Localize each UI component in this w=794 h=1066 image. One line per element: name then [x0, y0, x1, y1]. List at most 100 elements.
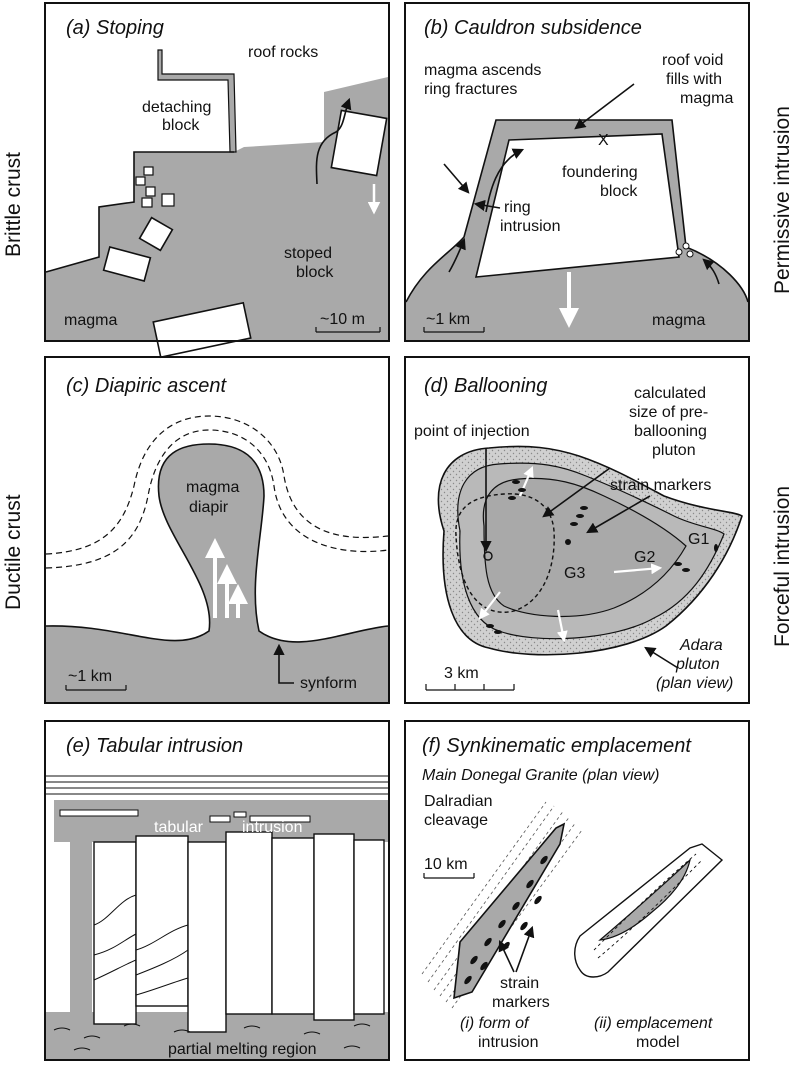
ascends-leader — [443, 163, 470, 194]
right-ascent-arrow — [702, 258, 720, 285]
strain-marker — [534, 895, 542, 905]
brittle-crust-label: Brittle crust — [2, 151, 25, 257]
strain-label-1: strain — [500, 975, 539, 992]
block-fragment — [675, 248, 683, 256]
magma-ascent-arrow — [315, 97, 352, 185]
strain-marker — [682, 568, 690, 572]
expansion-arrow-down — [556, 609, 568, 643]
panel-c-frame — [44, 356, 390, 704]
fault-block — [225, 831, 273, 1015]
expansion-arrow-right — [613, 563, 663, 575]
stoped-fragment-4 — [141, 197, 153, 208]
injection-label: point of injection — [414, 423, 530, 440]
strain-marker — [674, 562, 682, 566]
foundering-block — [474, 133, 680, 278]
scale-label: ~10 m — [320, 311, 365, 328]
melt-streaks — [53, 1023, 371, 1051]
strain-marker — [520, 921, 528, 931]
stoped-block-mid — [138, 216, 174, 252]
strain-marker — [498, 919, 506, 929]
stoped-label-2: block — [296, 264, 334, 281]
calc-label-2: size of pre- — [629, 404, 708, 421]
void-label-1: roof void — [662, 52, 723, 69]
strain-leader — [515, 925, 535, 973]
panel-b-title: (b) Cauldron subsidence — [424, 17, 642, 39]
block-fragment — [682, 242, 690, 250]
strain-marker — [494, 630, 502, 634]
ascends-label-2: ring fractures — [424, 81, 517, 98]
panel-f-subtitle: Main Donegal Granite (plan view) — [422, 767, 659, 784]
magma-label: magma — [652, 312, 705, 329]
strain-marker — [512, 901, 520, 911]
fault-block — [93, 841, 137, 1025]
emplaced-granite — [598, 858, 692, 941]
roof-rocks-label: roof rocks — [248, 44, 318, 61]
strain-marker — [714, 544, 718, 552]
stoped-block-low — [102, 245, 152, 283]
pluton-core-g3 — [482, 477, 687, 618]
form-label-1: (i) form of — [460, 1015, 530, 1032]
void-leader — [574, 83, 635, 130]
g1-label: G1 — [688, 531, 709, 548]
panel-b-frame — [404, 2, 750, 342]
strain-marker — [508, 496, 516, 500]
panel-f-frame — [404, 720, 750, 1061]
detaching-block-shape — [157, 49, 237, 153]
panel-d-frame — [404, 356, 750, 704]
adara-label-1: Adara — [679, 637, 723, 654]
pre-ballooning-outline — [455, 493, 555, 613]
strain-marker — [576, 514, 584, 518]
strain-marker — [464, 975, 472, 985]
calc-label-1: calculated — [634, 385, 706, 402]
ring-leader — [473, 199, 501, 211]
permissive-intrusion-label: Permissive intrusion — [771, 106, 794, 294]
intrusion-label: intrusion — [242, 819, 302, 836]
strain-marker — [512, 480, 520, 484]
void-label-3: magma — [680, 90, 733, 107]
fault-block — [187, 841, 227, 1033]
stoped-fragment-2 — [135, 176, 146, 186]
strain-marker — [580, 506, 588, 510]
tabular-label: tabular — [154, 819, 204, 836]
xenolith — [59, 809, 139, 817]
ring-label-1: ring — [504, 199, 531, 216]
xenolith — [249, 815, 311, 823]
synform-label: synform — [300, 675, 357, 692]
g3-label: G3 — [564, 565, 585, 582]
granite-body — [453, 822, 566, 1000]
emp-label-2: model — [636, 1034, 680, 1051]
scale-label: ~1 km — [426, 311, 470, 328]
panel-e-frame — [44, 720, 390, 1061]
melting-label: partial melting region — [168, 1041, 317, 1058]
strain-marker — [518, 488, 526, 492]
detaching-label-1: detaching — [142, 99, 211, 116]
g2-label: G2 — [634, 549, 655, 566]
synform-leader — [273, 643, 294, 684]
stoped-block-bottom — [152, 301, 252, 359]
form-label-2: intrusion — [478, 1034, 538, 1051]
foundering-label-1: foundering — [562, 164, 638, 181]
adara-leader — [644, 646, 679, 669]
ductile-crust-label: Ductile crust — [2, 494, 25, 610]
panel-d-title: (d) Ballooning — [424, 375, 547, 397]
strata-line-upper — [45, 415, 389, 555]
panel-c-title: (c) Diapiric ascent — [66, 375, 227, 397]
feeder-dyke — [70, 842, 92, 1040]
stoped-block-upper — [330, 109, 388, 177]
void-label-2: fills with — [666, 71, 722, 88]
strain-label-2: markers — [492, 994, 550, 1011]
panel-a-title: (a) Stoping — [66, 17, 164, 39]
adara-label-2: pluton — [675, 656, 720, 673]
diapir-label-2: diapir — [189, 499, 229, 516]
panel-f-title: (f) Synkinematic emplacement — [422, 735, 692, 757]
strain-marker — [565, 539, 571, 545]
panel-synkinematic: (f) Synkinematic emplacement Main Donega… — [404, 720, 750, 1061]
detaching-label-2: block — [162, 117, 200, 134]
magma-label: magma — [64, 312, 117, 329]
calc-label-3: ballooning — [634, 423, 707, 440]
dalradian-label-1: Dalradian — [424, 793, 492, 810]
panel-e-title: (e) Tabular intrusion — [66, 735, 243, 757]
diapir-outline — [45, 443, 389, 643]
diapir-label-1: magma — [186, 479, 239, 496]
lower-ascent-arrow — [448, 237, 466, 273]
